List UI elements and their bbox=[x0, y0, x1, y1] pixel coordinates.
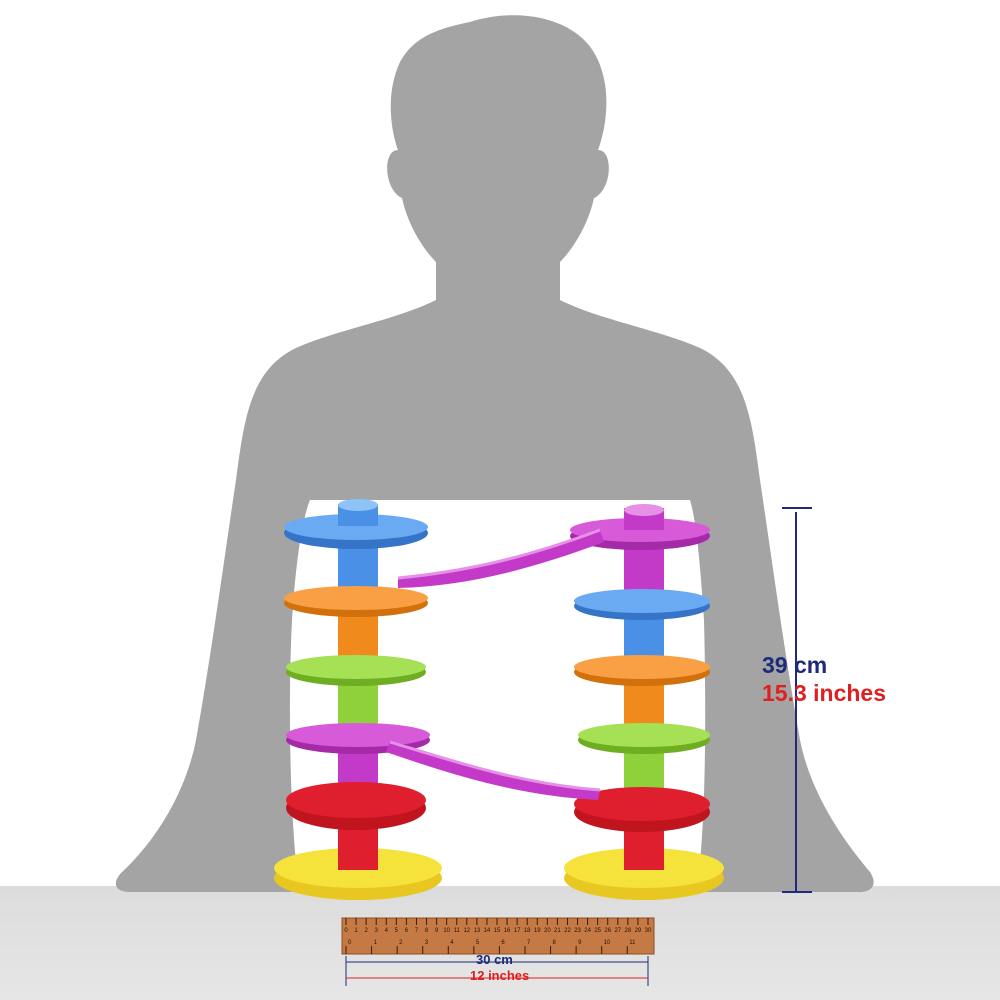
ruler-inch-number: 0 bbox=[348, 940, 352, 946]
ruler-inch-number: 6 bbox=[501, 940, 505, 946]
ruler-inches-label: 12 inches bbox=[470, 968, 530, 983]
ruler-cm-number: 22 bbox=[564, 928, 571, 934]
height-dimension-line bbox=[782, 507, 812, 893]
ruler-inch-number: 9 bbox=[578, 940, 582, 946]
ruler-cm-number: 7 bbox=[415, 928, 419, 934]
ruler-inch-number: 7 bbox=[527, 940, 531, 946]
ruler-cm-number: 4 bbox=[385, 928, 389, 934]
lower-chute-purple bbox=[386, 742, 600, 800]
ruler-cm-number: 19 bbox=[534, 928, 541, 934]
ruler-inch-number: 3 bbox=[425, 940, 429, 946]
ruler-cm-number: 2 bbox=[364, 928, 368, 934]
ruler-inch-number: 5 bbox=[476, 940, 480, 946]
ruler-cm-number: 25 bbox=[594, 928, 601, 934]
ruler-cm-number: 14 bbox=[484, 928, 491, 934]
ruler-inch-number: 8 bbox=[553, 940, 557, 946]
ruler-cm-number: 3 bbox=[375, 928, 379, 934]
left-tower bbox=[274, 499, 442, 900]
ruler-cm-number: 30 bbox=[645, 928, 652, 934]
ruler-cm-label: 30 cm bbox=[476, 952, 513, 967]
ruler-cm-number: 17 bbox=[514, 928, 521, 934]
ruler-cm-number: 27 bbox=[614, 928, 621, 934]
ruler-cm-number: 29 bbox=[635, 928, 642, 934]
ruler-cm-number: 28 bbox=[625, 928, 632, 934]
ruler-cm-number: 24 bbox=[584, 928, 591, 934]
ruler-cm-number: 26 bbox=[604, 928, 611, 934]
ruler-cm-number: 0 bbox=[344, 928, 348, 934]
left-pole-blue bbox=[338, 540, 378, 595]
ruler-cm-number: 5 bbox=[395, 928, 399, 934]
ruler-inch-number: 2 bbox=[399, 940, 403, 946]
ruler-cm-number: 10 bbox=[443, 928, 450, 934]
ruler-cm-number: 18 bbox=[524, 928, 531, 934]
left-pole-orange bbox=[338, 608, 378, 663]
ruler-cm-number: 15 bbox=[494, 928, 501, 934]
ruler-inch-number: 1 bbox=[374, 940, 378, 946]
ruler-inch-number: 10 bbox=[604, 940, 611, 946]
ruler-cm-number: 20 bbox=[544, 928, 551, 934]
ruler-cm-number: 23 bbox=[574, 928, 581, 934]
upper-chute-purple bbox=[398, 530, 604, 588]
ruler-cm-number: 8 bbox=[425, 928, 429, 934]
ruler-dimension-lines bbox=[345, 956, 649, 986]
ruler-cm-number: 1 bbox=[354, 928, 358, 934]
ruler-cm-number: 12 bbox=[463, 928, 470, 934]
ruler-inch-number: 4 bbox=[450, 940, 454, 946]
height-cm-label: 39 cm bbox=[762, 652, 828, 678]
ruler-cm-number: 21 bbox=[554, 928, 561, 934]
ruler-cm-number: 11 bbox=[454, 928, 461, 934]
height-inches-label: 15.3 inches bbox=[762, 680, 887, 706]
ruler-cm-number: 16 bbox=[504, 928, 511, 934]
ruler-inch-number: 11 bbox=[629, 940, 636, 946]
ruler-cm-number: 9 bbox=[435, 928, 439, 934]
ruler-cm-number: 13 bbox=[474, 928, 481, 934]
ruler-cm-number: 6 bbox=[405, 928, 409, 934]
person-silhouette bbox=[115, 15, 874, 893]
right-tower bbox=[564, 504, 724, 900]
